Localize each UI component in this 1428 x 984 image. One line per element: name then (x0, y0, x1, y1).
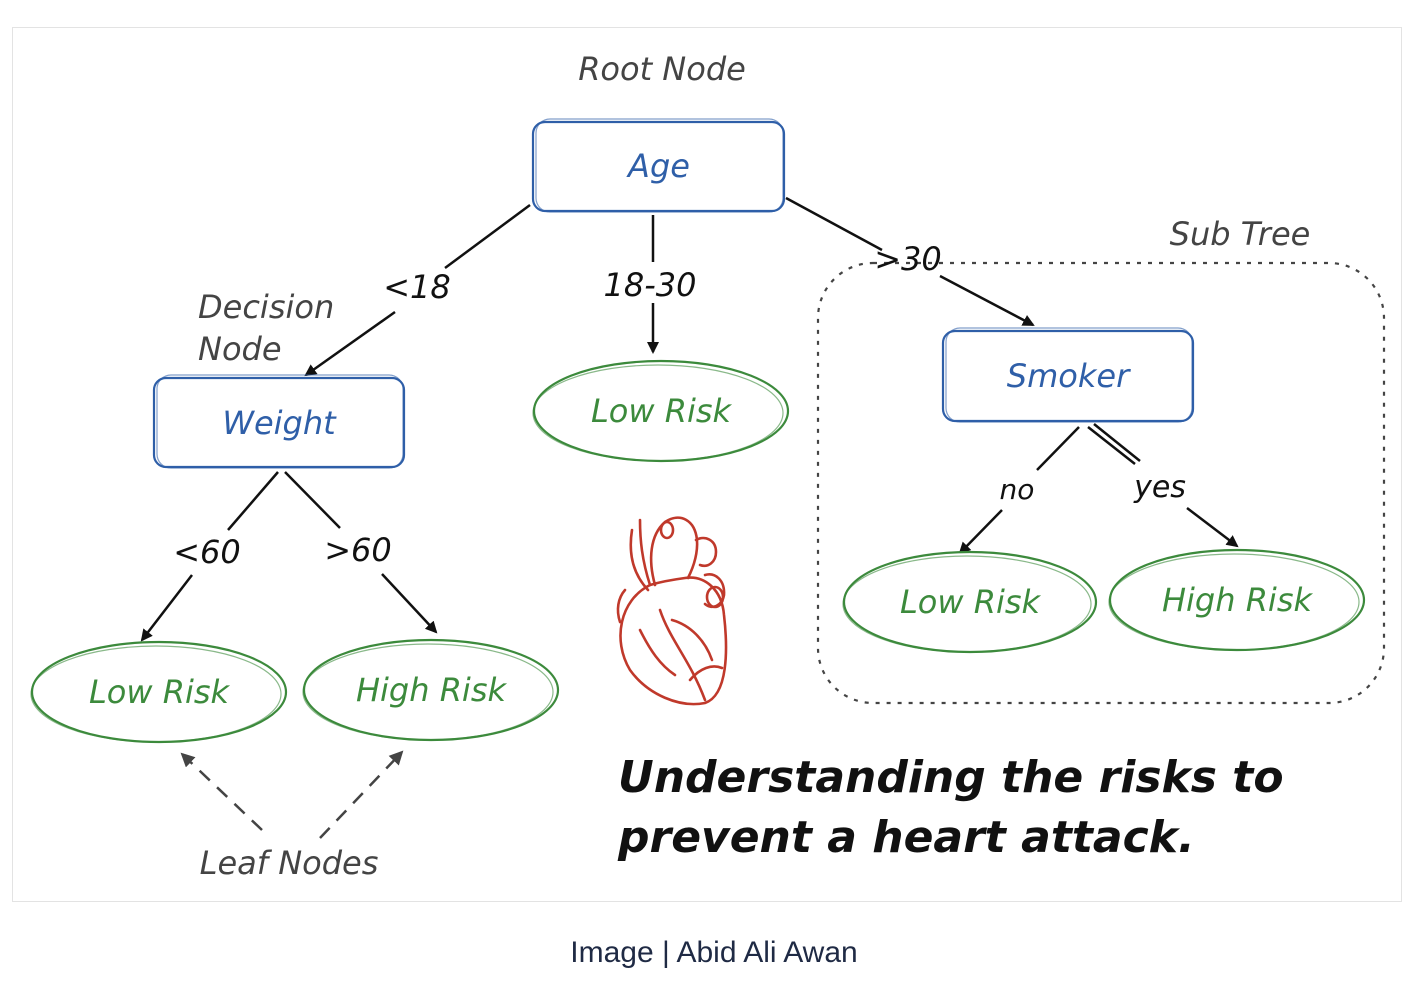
image-caption: Image | Abid Ali Awan (570, 936, 858, 969)
edge-labels: <18 18-30 >30 <60 >60 no yes (173, 240, 1186, 571)
edge-weight-high-top (284, 471, 341, 529)
edge-label-lt60: <60 (173, 533, 241, 571)
edge-weight-low-top (227, 471, 279, 531)
edge-label-18-30: 18-30 (604, 266, 697, 304)
edge-label-yes: yes (1133, 470, 1186, 505)
smoker-node: Smoker (941, 327, 1195, 423)
edge-smoker-no-bottom (958, 509, 1003, 555)
smoker-high-leaf-node: High Risk (1108, 548, 1366, 652)
edges (140, 196, 1239, 642)
anatomical-heart-icon (616, 516, 728, 706)
edge-age-weight-bottom (304, 310, 396, 377)
weight-node-label: Weight (222, 404, 337, 442)
mid-leaf-node: Low Risk (532, 359, 790, 463)
edge-smoker-yes-top2 (1093, 423, 1141, 462)
tagline-line1: Understanding the risks to (618, 752, 1284, 803)
smoker-high-leaf-label: High Risk (1162, 581, 1314, 619)
age-node-label: Age (626, 147, 690, 185)
edge-label-no: no (1000, 473, 1035, 506)
subtree-region (816, 261, 1386, 705)
weight-low-leaf-label: Low Risk (89, 673, 231, 711)
decision-node-annotation-line1: Decision (198, 288, 334, 326)
tagline-line2: prevent a heart attack. (617, 812, 1195, 863)
root-node-annotation: Root Node (578, 50, 746, 88)
mid-leaf-label: Low Risk (591, 392, 733, 430)
leaf-nodes-annotation: Leaf Nodes (200, 844, 379, 882)
weight-high-leaf-node: High Risk (302, 638, 560, 742)
leaf-pointer-right (319, 750, 404, 839)
edge-age-smoker-bottom (939, 274, 1035, 327)
weight-node: Weight (152, 374, 406, 469)
leaf-pointer-left (180, 752, 263, 831)
edge-smoker-yes-top (1087, 426, 1136, 465)
edge-age-smoker-top (785, 196, 883, 252)
edge-weight-high-bottom (381, 573, 438, 634)
weight-high-leaf-label: High Risk (356, 671, 508, 709)
decision-node-annotation-line2: Node (198, 330, 282, 368)
annotations: Root Node Decision Node Sub Tree Leaf No… (198, 50, 1310, 882)
weight-low-leaf-node: Low Risk (30, 640, 288, 744)
age-node: Age (531, 118, 786, 213)
edge-label-gt30: >30 (874, 240, 942, 278)
tagline: Understanding the risks to prevent a hea… (617, 752, 1284, 863)
edge-smoker-yes-bottom (1186, 507, 1239, 548)
subtree-annotation: Sub Tree (1170, 215, 1311, 253)
smoker-node-label: Smoker (1007, 357, 1131, 395)
edge-weight-low-bottom (140, 574, 193, 642)
edge-label-gt60: >60 (324, 531, 392, 569)
leaf-pointers (180, 750, 404, 839)
smoker-low-leaf-node: Low Risk (842, 550, 1098, 654)
edge-smoker-no-top (1036, 426, 1080, 471)
edge-label-lt18: <18 (383, 268, 451, 306)
edge-age-weight-top (444, 203, 531, 270)
smoker-low-leaf-label: Low Risk (900, 583, 1042, 621)
